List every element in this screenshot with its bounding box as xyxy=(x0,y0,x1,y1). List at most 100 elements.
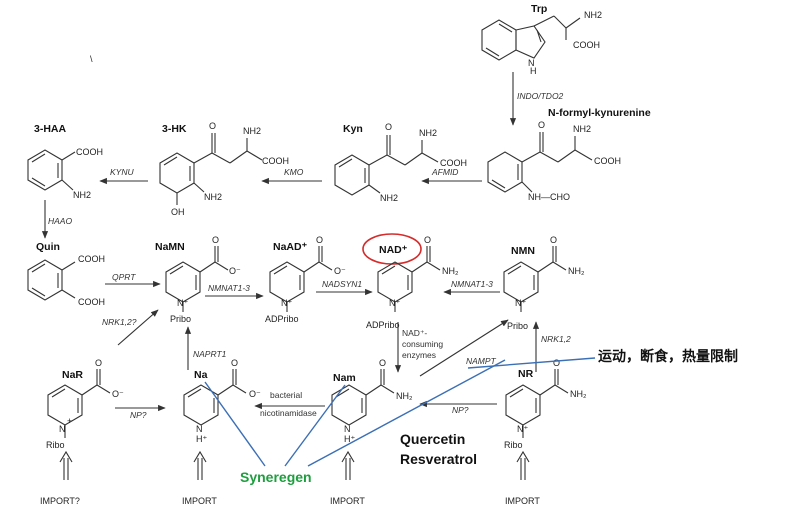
bacterial-line2: nicotinamidase xyxy=(260,408,317,418)
nad-o: O xyxy=(424,235,431,245)
enzyme-afmid: AFMID xyxy=(431,167,458,177)
annotation-line-intervention xyxy=(467,357,596,369)
quin-label: Quin xyxy=(36,241,60,253)
3haa-nh2: NH2 xyxy=(73,190,91,200)
naad-ominus: O⁻ xyxy=(334,266,346,276)
enzyme-np-nar: NP? xyxy=(130,410,147,420)
namn-ominus: O⁻ xyxy=(229,266,241,276)
nad-nh2: NH₂ xyxy=(442,266,459,276)
3haa-label: 3-HAA xyxy=(34,123,67,135)
enzyme-np-nr: NP? xyxy=(452,405,469,415)
nam-structure xyxy=(331,369,395,426)
kyn-o: O xyxy=(385,122,392,132)
naad-structure xyxy=(269,246,333,312)
quercetin-text: Quercetin xyxy=(400,431,465,447)
nar-sugar: Ribo xyxy=(46,440,65,450)
consuming-line3: enzymes xyxy=(402,350,436,360)
3hk-label: 3-HK xyxy=(162,123,187,135)
annotation-line-syneregen-na xyxy=(204,381,266,467)
enzyme-nrk-nr: NRK1,2 xyxy=(541,334,571,344)
3hk-oh: OH xyxy=(171,207,185,217)
nar-structure xyxy=(47,369,111,438)
enzyme-kynu: KYNU xyxy=(110,167,134,177)
na-label: Na xyxy=(194,369,208,381)
enzyme-naprt: NAPRT1 xyxy=(193,349,227,359)
import-arrow-nr xyxy=(516,450,530,480)
3hk-o: O xyxy=(209,121,216,131)
naad-sugar: ADPribo xyxy=(265,314,299,324)
import-nam: IMPORT xyxy=(330,496,365,506)
nmn-sugar: Pribo xyxy=(507,321,528,331)
namn-structure xyxy=(165,246,229,312)
nmn-structure xyxy=(503,246,567,312)
nmn-o: O xyxy=(550,235,557,245)
consuming-line1: NAD⁺- xyxy=(402,328,427,338)
enzyme-nmnat-namn: NMNAT1-3 xyxy=(208,283,250,293)
import-nr: IMPORT xyxy=(505,496,540,506)
nfk-structure xyxy=(487,132,593,193)
na-n: N xyxy=(196,424,203,434)
import-arrow-nar xyxy=(59,450,73,480)
nfk-nhcho: NH—CHO xyxy=(528,192,570,202)
3hk-nh2: NH2 xyxy=(243,126,261,136)
nam-o: O xyxy=(379,358,386,368)
nar-n: N xyxy=(59,424,66,434)
trp-nh2: NH2 xyxy=(584,10,602,20)
3haa-structure xyxy=(27,149,76,191)
import-na: IMPORT xyxy=(182,496,217,506)
naad-label: NaAD⁺ xyxy=(273,241,308,253)
trp-cooh: COOH xyxy=(573,40,600,50)
nar-plus: + xyxy=(67,416,72,426)
nfk-cooh: COOH xyxy=(594,156,621,166)
namn-label: NaMN xyxy=(155,241,185,253)
resveratrol-text: Resveratrol xyxy=(400,451,477,467)
kyn-ring-nh2: NH2 xyxy=(380,193,398,203)
nam-n: N xyxy=(344,424,351,434)
bacterial-line1: bacterial xyxy=(270,390,302,400)
annotation-line-syneregen-nam xyxy=(284,384,346,467)
syneregen-text: Syneregen xyxy=(240,469,312,485)
arrow-nam-nmn xyxy=(419,319,509,377)
nam-label: Nam xyxy=(333,372,356,384)
nmn-nh2: NH₂ xyxy=(568,266,585,276)
enzyme-indo: INDO/TDO2 xyxy=(517,91,564,101)
consuming-line2: consuming xyxy=(402,339,443,349)
nar-label: NaR xyxy=(62,369,83,381)
namn-n: N⁺ xyxy=(177,298,188,308)
namn-sugar: Pribo xyxy=(170,314,191,324)
nfk-o: O xyxy=(538,120,545,130)
nmn-n: N⁺ xyxy=(515,298,526,308)
enzyme-haao: HAAO xyxy=(48,216,72,226)
nfk-nh2: NH2 xyxy=(573,124,591,134)
arrow-nar-namn xyxy=(117,309,159,346)
nad-structure xyxy=(377,246,441,312)
naad-o: O xyxy=(316,235,323,245)
import-arrow-na xyxy=(193,450,207,480)
nr-nh2: NH₂ xyxy=(570,389,587,399)
intervention-text: 运动，断食，热量限制 xyxy=(598,348,738,365)
3hk-cooh: COOH xyxy=(262,156,289,166)
import-arrow-nam xyxy=(341,450,355,480)
3hk-ring-nh2: NH2 xyxy=(204,192,222,202)
nr-o: O xyxy=(553,358,560,368)
nr-label: NR xyxy=(518,368,534,380)
annotation-line-syneregen-nampt xyxy=(307,359,506,467)
trp-nh: N xyxy=(528,58,535,68)
nr-sugar: Ribo xyxy=(504,440,523,450)
na-ominus: O⁻ xyxy=(249,389,261,399)
trp-label: Trp xyxy=(531,3,547,15)
kyn-structure xyxy=(334,135,439,196)
enzyme-nadsyn: NADSYN1 xyxy=(322,279,362,289)
nam-h: H⁺ xyxy=(344,434,355,444)
enzyme-nampt: NAMPT xyxy=(466,356,497,366)
nad-label: NAD⁺ xyxy=(379,244,408,256)
nr-structure xyxy=(505,369,569,438)
import-nar: IMPORT? xyxy=(40,496,80,506)
namn-o: O xyxy=(212,235,219,245)
3haa-cooh: COOH xyxy=(76,147,103,157)
nar-o: O xyxy=(95,358,102,368)
nmn-label: NMN xyxy=(511,245,535,257)
trp-nh-h: H xyxy=(530,66,537,76)
nar-ominus: O⁻ xyxy=(112,389,124,399)
